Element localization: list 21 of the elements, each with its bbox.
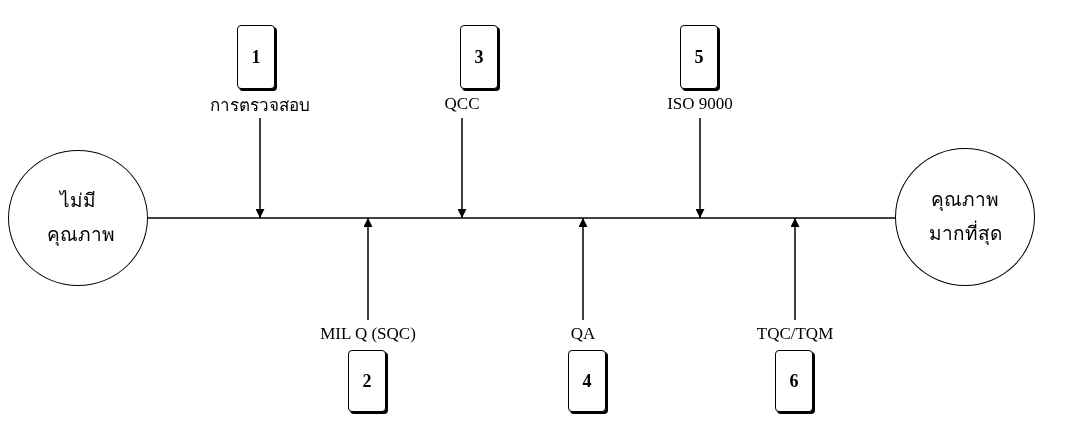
stage-label: ISO 9000 bbox=[665, 92, 735, 116]
number-box: 4 bbox=[568, 350, 606, 412]
arrow bbox=[457, 117, 467, 219]
arrow bbox=[790, 217, 800, 321]
arrow bbox=[695, 117, 705, 219]
circle-node: ไม่มีคุณภาพ bbox=[8, 150, 148, 286]
stage-label: MIL Q (SQC) bbox=[318, 322, 418, 346]
number-box: 2 bbox=[348, 350, 386, 412]
number-box: 5 bbox=[680, 25, 718, 89]
timeline-line bbox=[147, 217, 896, 219]
stage-label: QCC bbox=[442, 92, 482, 116]
circle-node: คุณภาพมากที่สุด bbox=[895, 148, 1035, 286]
number-box: 3 bbox=[460, 25, 498, 89]
number-box: 1 bbox=[237, 25, 275, 89]
stage-label: การตรวจสอบ bbox=[208, 92, 312, 116]
stage-label: QA bbox=[568, 322, 598, 346]
stage-label: TQC/TQM bbox=[754, 322, 836, 346]
arrow bbox=[363, 217, 373, 321]
arrow bbox=[578, 217, 588, 321]
arrow bbox=[255, 117, 265, 219]
number-box: 6 bbox=[775, 350, 813, 412]
